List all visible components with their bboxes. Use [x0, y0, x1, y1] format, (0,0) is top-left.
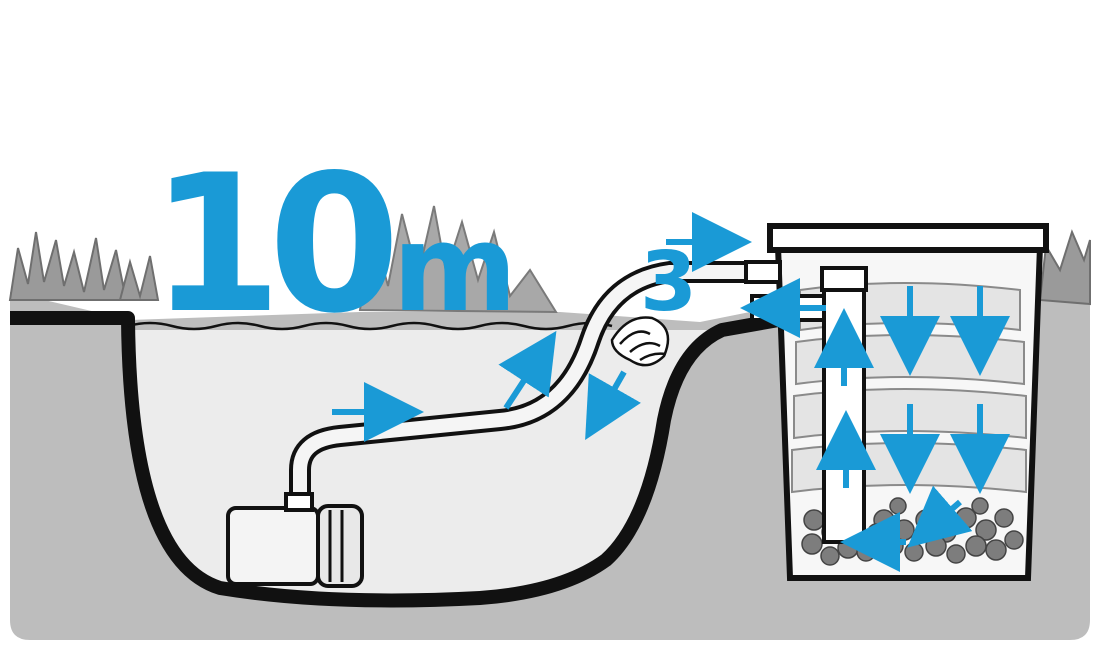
flow-arrows — [332, 212, 1010, 572]
grass-middle — [358, 205, 558, 314]
flow-arrow-icon — [585, 370, 641, 441]
splash-icon — [610, 316, 670, 367]
volume-unit: m — [392, 200, 517, 339]
pond-volume-label: 10m 3 — [150, 150, 697, 340]
hose-inner — [293, 265, 767, 505]
flow-arrow-icon — [907, 485, 973, 548]
grass-left — [8, 231, 160, 301]
pump-icon — [226, 492, 364, 588]
riser-pipe — [822, 270, 866, 544]
water-surface — [127, 321, 613, 331]
filter-box-icon — [744, 223, 1049, 581]
volume-exponent: 3 — [640, 235, 698, 330]
flow-arrow-icon — [498, 330, 557, 410]
pond-rim — [10, 311, 792, 608]
volume-number: 10 — [150, 134, 400, 355]
